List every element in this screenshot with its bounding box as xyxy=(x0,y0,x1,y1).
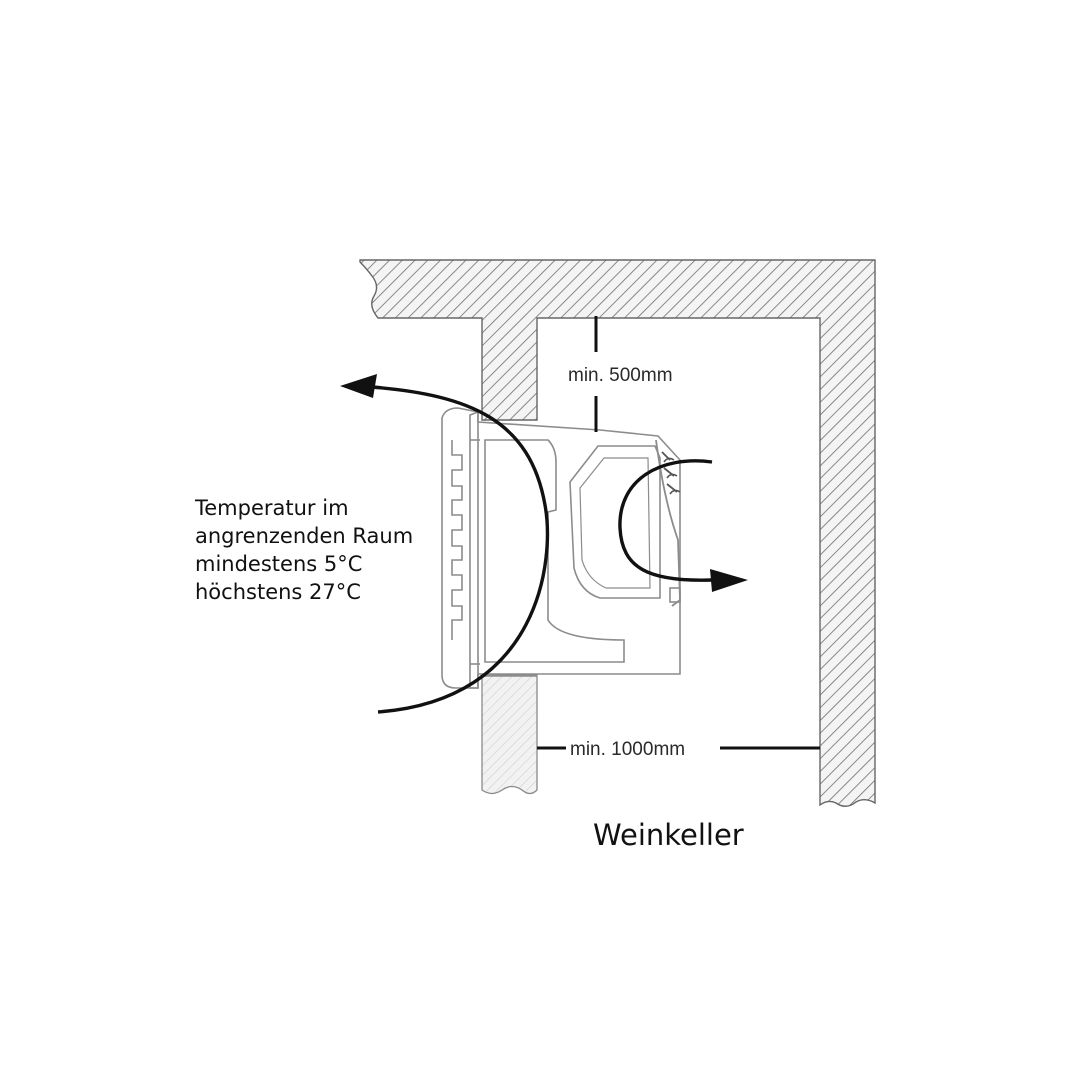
temperature-note-line-4: höchstens 27°C xyxy=(195,580,361,604)
cabinet-body xyxy=(469,410,681,689)
airflow-arrow-left-icon xyxy=(340,374,377,398)
airflow xyxy=(340,374,748,714)
door-grille xyxy=(451,440,463,640)
ceiling-and-right-wall xyxy=(359,259,876,807)
airflow-arrow-right-icon xyxy=(710,569,748,592)
front-airflow-arc xyxy=(371,385,550,714)
wine-cabinet xyxy=(441,407,681,689)
lower-partition-wall xyxy=(481,674,538,795)
rear-airflow-arc xyxy=(618,459,713,582)
temperature-note-line-1: Temperatur im xyxy=(194,496,349,520)
inner-liner xyxy=(484,439,625,663)
compressor-compartment xyxy=(569,445,661,599)
wall-structure xyxy=(359,259,876,807)
condenser-coil xyxy=(655,439,681,607)
temperature-note-line-2: angrenzenden Raum xyxy=(195,524,413,548)
door-panel xyxy=(441,407,479,689)
dimension-lines xyxy=(537,316,820,750)
dimension-top-label: min. 500mm xyxy=(568,365,673,386)
room-label: Weinkeller xyxy=(593,818,744,852)
temperature-note: Temperatur im angrenzenden Raum mindeste… xyxy=(194,496,413,604)
dimension-bottom-label: min. 1000mm xyxy=(570,739,685,760)
temperature-note-line-3: mindestens 5°C xyxy=(195,552,362,576)
